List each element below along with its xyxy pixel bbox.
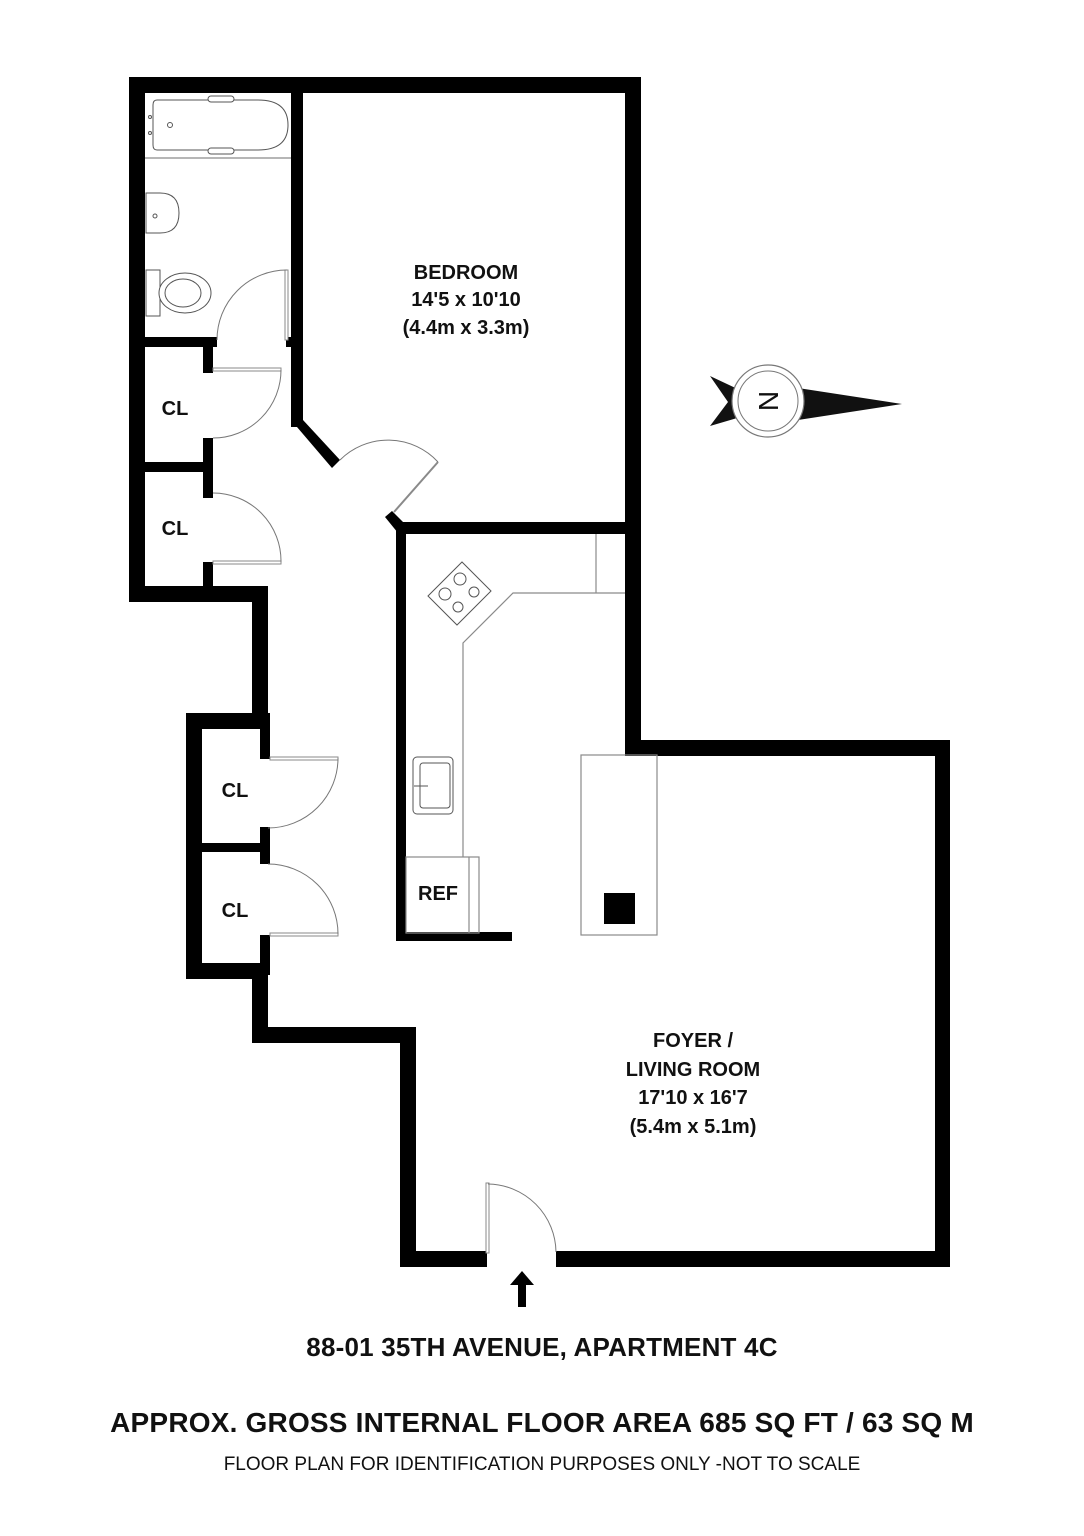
bedroom-dims-imperial: 14'5 x 10'10	[411, 289, 521, 311]
island-post	[604, 893, 635, 924]
entrance-door[interactable]	[485, 1182, 557, 1254]
kitchen-sink-icon	[412, 756, 454, 815]
closet-label-4: CL	[222, 900, 249, 922]
sink-icon	[145, 192, 180, 234]
fridge-label: REF	[418, 883, 458, 905]
closet-doors	[212, 367, 557, 1254]
walls	[129, 77, 950, 1267]
closet-label-1: CL	[162, 398, 189, 420]
living-dims-metric: (5.4m x 5.1m)	[630, 1116, 757, 1138]
property-address: 88-01 35TH AVENUE, APARTMENT 4C	[306, 1332, 778, 1362]
bathroom-door[interactable]	[216, 269, 289, 341]
living-dims-imperial: 17'10 x 16'7	[638, 1087, 748, 1109]
closet-door-1[interactable]	[212, 367, 282, 439]
living-name-line1: FOYER /	[653, 1030, 733, 1052]
bathtub-icon	[152, 99, 289, 151]
closet-label-2: CL	[162, 518, 189, 540]
closet-label-3: CL	[222, 780, 249, 802]
bedroom-door[interactable]	[339, 439, 439, 513]
compass-north-label: N	[753, 391, 784, 411]
compass-icon: N	[710, 364, 902, 438]
toilet-icon	[145, 269, 212, 317]
closet-door-3[interactable]	[267, 756, 339, 829]
entrance-arrow-icon	[510, 1271, 534, 1307]
fridge	[405, 856, 480, 934]
kitchen: REF	[405, 534, 658, 936]
living-name-line2: LIVING ROOM	[626, 1059, 760, 1081]
kitchen-island	[580, 754, 658, 936]
bathroom-fixtures	[145, 95, 291, 341]
closet-door-4[interactable]	[267, 863, 339, 937]
disclaimer: FLOOR PLAN FOR IDENTIFICATION PURPOSES O…	[223, 1454, 861, 1475]
bedroom-dims-metric: (4.4m x 3.3m)	[403, 317, 530, 339]
closet-door-2[interactable]	[212, 492, 282, 565]
cooktop-icon	[427, 561, 492, 626]
bedroom-name: BEDROOM	[414, 262, 518, 284]
room-labels: BEDROOM 14'5 x 10'10 (4.4m x 3.3m) FOYER…	[162, 262, 761, 1138]
floor-area: APPROX. GROSS INTERNAL FLOOR AREA 685 SQ…	[110, 1407, 974, 1438]
